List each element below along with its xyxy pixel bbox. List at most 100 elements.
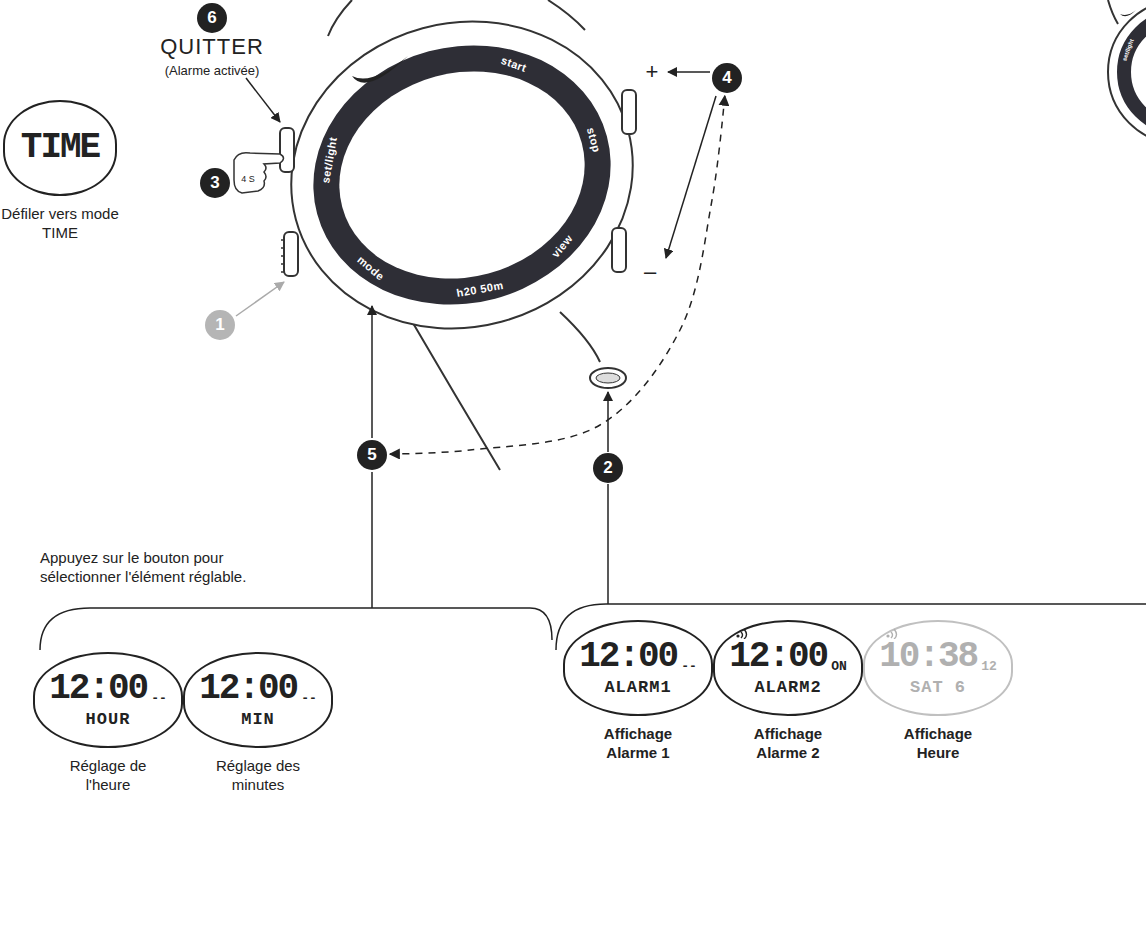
pressing-hand: [234, 153, 284, 193]
signal-dot: [736, 634, 739, 637]
leader-arrow: [666, 96, 716, 258]
callout-number: 2: [593, 453, 623, 483]
bezel-label: view: [549, 232, 575, 260]
lcd-text: --: [151, 690, 167, 708]
lcd-text: 12:00: [729, 638, 827, 676]
nike-swoosh: [352, 56, 408, 83]
watch-body: [257, 0, 668, 366]
lcd-screen: 12:00--MIN: [183, 652, 333, 748]
lcd-display: 12:00--ALARM1Affichage Alarme 1: [563, 620, 713, 762]
view-button-inner: [596, 373, 620, 383]
display-caption: Défiler vers mode TIME: [0, 204, 130, 242]
note-label: (Alarme activée): [165, 63, 260, 78]
dashed-connector: [390, 96, 725, 454]
strap-edge: [1108, 0, 1118, 24]
leader-arrow: [236, 282, 284, 316]
callout-number: 6: [197, 3, 227, 33]
strap-edge: [560, 312, 600, 362]
lcd-line: 12:00ON: [729, 638, 847, 676]
alarm-signal-icon: [735, 627, 749, 639]
watch-buttons: [280, 90, 636, 388]
lcd-display: 12:00ONALARM2Affichage Alarme 2: [713, 620, 863, 762]
bezel-label: set/light: [1121, 38, 1135, 62]
lcd-screen: 12:00--ALARM1: [563, 620, 713, 716]
bracket-stem: [371, 472, 373, 608]
display-caption: Réglage de l'heure: [53, 756, 163, 794]
lcd-display: 12:00--HOUR Réglage de l'heure: [33, 652, 183, 794]
leader-arrow: [668, 71, 710, 73]
display-caption: Affichage Heure: [888, 724, 988, 762]
callout-number: 3: [200, 168, 230, 198]
display-caption: Affichage Alarme 2: [738, 724, 838, 762]
lcd-text: 12:00: [199, 670, 297, 708]
lcd-screen: 12:00--HOUR: [33, 652, 183, 748]
leader-arrow: [607, 392, 609, 452]
lcd-text: --: [301, 690, 317, 708]
lcd-line: TIME: [21, 129, 99, 167]
watch-case: [1108, 0, 1146, 144]
lcd-text: SAT 6: [910, 678, 966, 698]
strap-edge: [410, 318, 500, 470]
lcd-screen: TIME: [3, 100, 117, 196]
display-caption: Réglage des minutes: [203, 756, 313, 794]
start-button: [622, 90, 636, 134]
exit-label: QUITTER: [160, 34, 264, 60]
bezel-label: mode: [355, 253, 387, 282]
alarm-signal-icon: [885, 627, 899, 639]
callout-text: 3: [210, 173, 219, 192]
lcd-line: 10:3812: [879, 638, 997, 676]
watch-bezel: [284, 13, 640, 338]
lcd-text: TIME: [21, 129, 99, 167]
leader-arrows: [40, 72, 1146, 650]
lcd-text: MIN: [241, 710, 275, 730]
watch-screen: [316, 44, 608, 305]
lcd-text: ALARM2: [754, 678, 821, 698]
callout-text: 4: [722, 68, 731, 87]
lcd-line: 12:00--: [579, 638, 697, 676]
lcd-text: ALARM1: [604, 678, 671, 698]
button-symbol: +: [646, 59, 659, 85]
callout-text: 5: [367, 445, 376, 464]
bezel-label: h20 50m: [456, 279, 505, 299]
lcd-line: 12:00--: [199, 670, 317, 708]
lcd-text: ON: [831, 658, 847, 676]
signal-dot: [886, 634, 889, 637]
instruction-text: Appuyez sur le bouton pour sélectionner …: [40, 548, 300, 586]
callout-text: 6: [207, 8, 216, 27]
lcd-text: 12: [981, 658, 997, 676]
watch-case: [257, 0, 668, 366]
callout-text: 2: [603, 458, 612, 477]
lcd-line: 12:00--: [49, 670, 167, 708]
callout-text: 1: [215, 315, 224, 334]
callout-number: 1: [205, 310, 235, 340]
lcd-screen: 12:00ONALARM2: [713, 620, 863, 716]
mode-button: [284, 232, 298, 276]
button-symbol: –: [644, 259, 656, 285]
lcd-text: 12:00: [579, 638, 677, 676]
view-button: [590, 368, 626, 388]
bracket: [40, 608, 552, 650]
bezel-label: set/light: [320, 136, 340, 184]
bracket-stem: [607, 484, 609, 604]
stop-button: [612, 228, 626, 272]
lcd-display: 12:00--MINRéglage des minutes: [183, 652, 333, 794]
leader-arrow: [371, 306, 373, 438]
bezel-label: start: [499, 54, 528, 74]
lcd-text: HOUR: [86, 710, 131, 730]
button-knurl: [281, 240, 284, 272]
lcd-display: TIME Défiler vers mode TIME: [0, 100, 130, 242]
callout-number: 4: [712, 63, 742, 93]
bezel-label: stop: [585, 126, 603, 153]
leader-arrow: [246, 78, 280, 122]
display-caption: Affichage Alarme 1: [588, 724, 688, 762]
lcd-text: --: [681, 658, 697, 676]
lcd-screen: 10:3812SAT 6: [863, 620, 1013, 716]
strap-edge: [548, 0, 585, 30]
second-watch: [1108, 0, 1146, 144]
nike-swoosh: [1120, 10, 1136, 16]
watch-bezel: [1124, 16, 1146, 128]
lcd-display: 10:3812SAT 6 Affichage Heure: [863, 620, 1013, 762]
